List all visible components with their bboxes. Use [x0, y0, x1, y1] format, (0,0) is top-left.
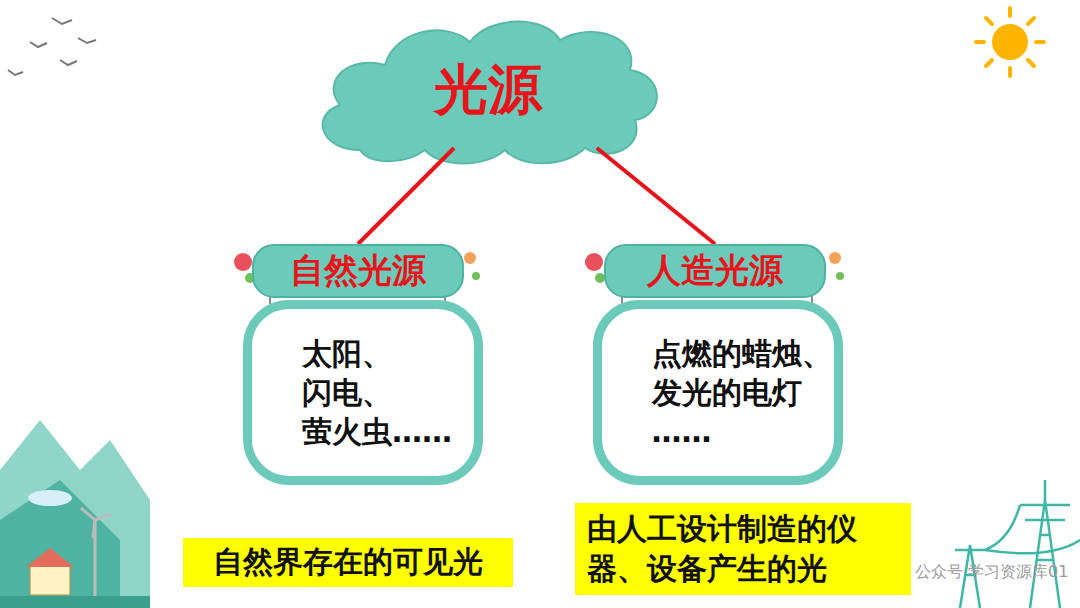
- category-banner: 人造光源: [604, 244, 826, 298]
- landscape: [0, 420, 150, 608]
- cloud-node: 光源: [318, 20, 658, 160]
- birds: [8, 18, 96, 75]
- node-text: 自然界存在的可见光: [213, 542, 483, 583]
- pylons: [955, 480, 1080, 608]
- example-box: 太阳、 闪电、 萤火虫……: [243, 300, 483, 485]
- definition-box: 由人工设计制造的仪器、设备产生的光: [575, 503, 911, 595]
- node-text: 由人工设计制造的仪器、设备产生的光: [587, 509, 899, 590]
- definition-box: 自然界存在的可见光: [183, 538, 513, 587]
- node-text: 光源: [434, 54, 542, 127]
- sun: [976, 8, 1044, 76]
- watermark: 公众号 学习资源库01: [915, 562, 1068, 583]
- connector-line: [597, 148, 715, 244]
- example-box: 点燃的蜡烛、 发光的电灯 ……: [593, 300, 843, 485]
- node-text: 太阳、 闪电、 萤火虫……: [302, 334, 452, 451]
- connector-line: [358, 148, 454, 244]
- node-text: 点燃的蜡烛、 发光的电灯 ……: [652, 334, 832, 451]
- node-text: 人造光源: [647, 248, 783, 294]
- cloud-shape: [323, 21, 657, 163]
- category-banner: 自然光源: [252, 244, 464, 298]
- node-text: 自然光源: [290, 248, 426, 294]
